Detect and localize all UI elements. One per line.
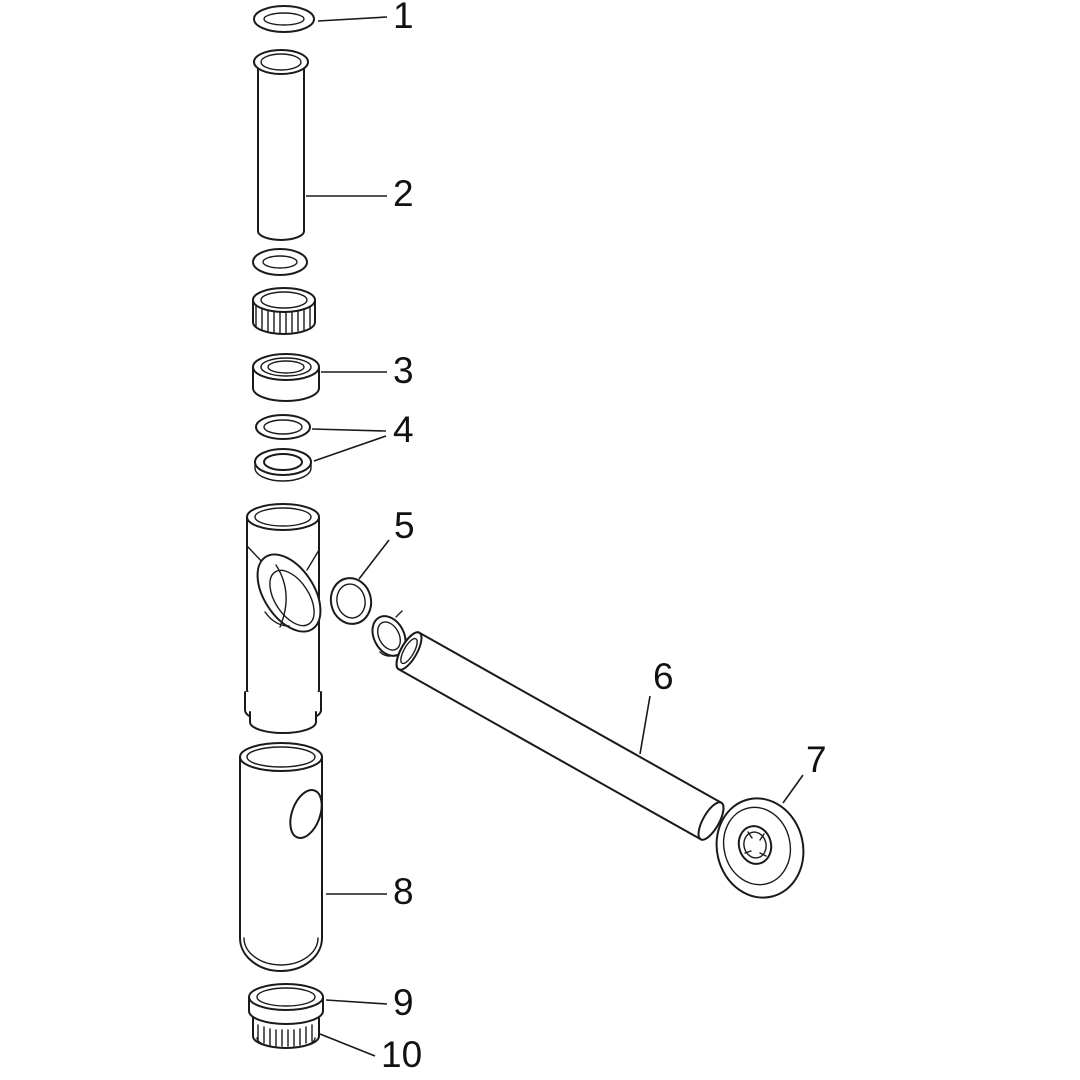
part-label-7: 7	[806, 739, 827, 780]
part-7-wall-flange	[715, 797, 805, 899]
part-label-3: 3	[393, 350, 414, 391]
threaded-collar-upper	[252, 287, 316, 335]
part-3-compression-nut	[252, 353, 320, 402]
part-4-washer-white	[255, 414, 311, 440]
leader-line-7	[782, 774, 804, 804]
part-10-threaded-collar	[252, 1015, 320, 1049]
collar-thread-hatching-bottom	[257, 1024, 313, 1047]
part-label-5: 5	[394, 505, 415, 546]
leader-line-4a	[311, 428, 387, 432]
part-label-2: 2	[393, 173, 414, 214]
part-1-o-ring	[253, 5, 315, 33]
part-label-6: 6	[653, 656, 674, 697]
part-8-trap-cup	[239, 742, 323, 972]
cup-side-hole	[289, 789, 323, 839]
leader-line-1	[317, 16, 388, 22]
collar-thread-hatching	[255, 305, 311, 334]
part-4-washer-gray	[254, 448, 312, 482]
o-ring-under-pipe	[252, 248, 308, 276]
part-6-outlet-pipe	[395, 631, 725, 841]
clamp-ring	[371, 610, 407, 657]
siphon-body	[244, 503, 322, 734]
leader-lines	[306, 16, 804, 1057]
part-labels: 1 2 3 4 5 6 7 8 9 10	[381, 0, 827, 1075]
leader-line-4b	[313, 435, 387, 462]
leader-line-5	[358, 539, 390, 580]
part-label-10: 10	[381, 1034, 422, 1075]
part-label-1: 1	[393, 0, 414, 36]
part-5-seal-ring	[329, 577, 373, 625]
part-label-8: 8	[393, 871, 414, 912]
part-label-9: 9	[393, 982, 414, 1023]
leader-line-10	[319, 1033, 376, 1057]
leader-line-6	[639, 695, 651, 755]
part-2-extension-pipe	[253, 49, 309, 241]
leader-line-9	[325, 999, 388, 1005]
part-9-bottom-cap	[248, 983, 324, 1025]
part-label-4: 4	[393, 409, 414, 450]
